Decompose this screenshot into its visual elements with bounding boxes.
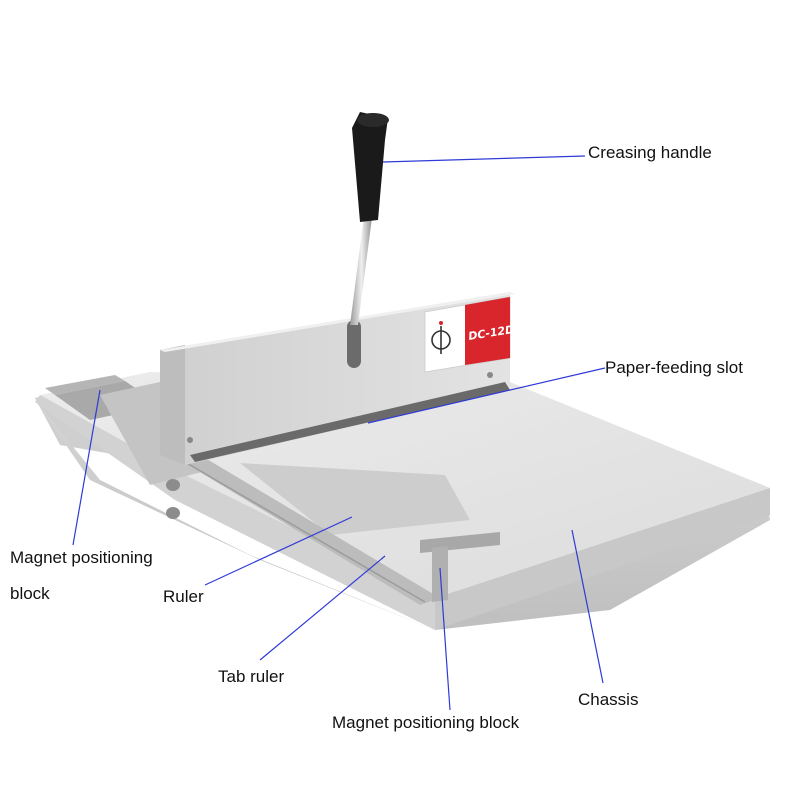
paper-feeding-slot: [190, 382, 510, 462]
label-paper-feeding-slot: Paper-feeding slot: [605, 358, 743, 377]
label-ruler: Ruler: [163, 587, 204, 606]
leader-chassis: [571, 529, 604, 684]
label-magnet-positioning-block-bottom: Magnet positioning block: [332, 713, 520, 732]
label-creasing-handle: Creasing handle: [588, 143, 712, 162]
tab-ruler: [180, 455, 440, 605]
handle-grip: [352, 112, 388, 222]
label-magnet-positioning-block-left-line2: block: [10, 584, 50, 603]
label-tab-ruler: Tab ruler: [218, 667, 285, 686]
head-top: [160, 292, 515, 352]
leader-paper-feeding-slot: [367, 367, 606, 424]
brand-red-panel: [465, 297, 510, 365]
leader-creasing-handle: [382, 155, 586, 163]
chassis-right-edge: [435, 488, 770, 630]
label-magnet-positioning-block-left-line1: Magnet positioning: [10, 548, 153, 567]
label-chassis: Chassis: [578, 690, 639, 709]
handle-slot: [347, 320, 361, 368]
handle-rod: [350, 208, 373, 325]
creasing-head: [160, 292, 515, 519]
leader-magnet-bottom: [439, 567, 451, 711]
head-end-cap: [160, 345, 185, 465]
leader-ruler: [204, 516, 353, 586]
leader-lines: [72, 155, 606, 711]
creasing-handle: [350, 112, 389, 325]
knob-upper: [166, 479, 180, 491]
head-front-face: [160, 292, 510, 465]
leader-tab-ruler: [259, 555, 386, 661]
brand-plate: DC-12D: [424, 296, 515, 373]
leader-magnet-left: [72, 389, 101, 546]
knob-lower: [166, 507, 180, 519]
